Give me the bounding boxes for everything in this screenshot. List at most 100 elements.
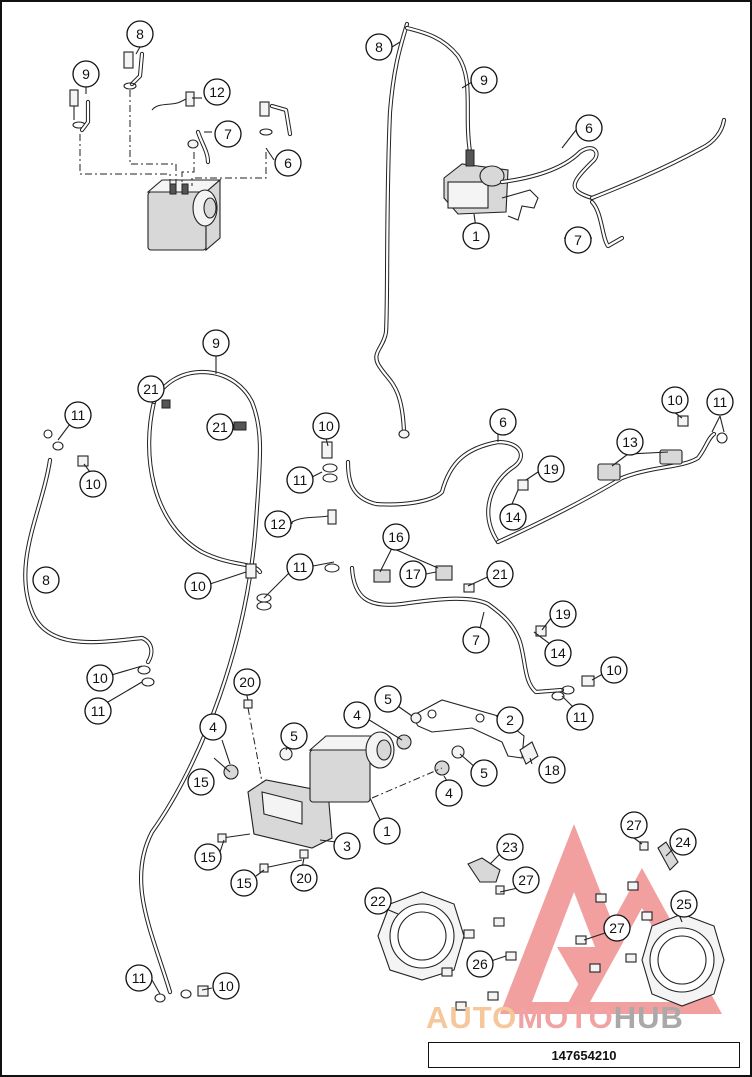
svg-text:4: 4 [209, 719, 217, 735]
svg-text:22: 22 [370, 893, 386, 909]
callout-c14: 11 [64, 401, 92, 429]
svg-text:10: 10 [190, 578, 206, 594]
callout-c38: 20 [233, 668, 261, 696]
svg-text:8: 8 [375, 39, 383, 55]
svg-text:10: 10 [318, 418, 334, 434]
callout-c22: 19 [537, 455, 565, 483]
svg-text:27: 27 [518, 872, 534, 888]
callout-c29: 10 [184, 572, 212, 600]
callout-c20: 11 [706, 388, 734, 416]
svg-text:24: 24 [675, 834, 691, 850]
svg-text:10: 10 [92, 670, 108, 686]
svg-text:4: 4 [445, 785, 453, 801]
callout-c15: 10 [79, 470, 107, 498]
callout-c51: 15 [230, 869, 258, 897]
svg-text:5: 5 [384, 691, 392, 707]
svg-text:27: 27 [609, 920, 625, 936]
svg-text:8: 8 [42, 572, 50, 588]
svg-text:7: 7 [224, 126, 232, 142]
svg-text:1: 1 [383, 823, 391, 839]
svg-text:2: 2 [506, 712, 514, 728]
svg-text:11: 11 [132, 970, 147, 986]
callout-c34: 10 [86, 664, 114, 692]
part-code-box: 147654210 [428, 1042, 740, 1068]
callout-c55: 23 [496, 833, 524, 861]
svg-text:11: 11 [91, 703, 106, 719]
svg-text:25: 25 [676, 896, 692, 912]
svg-text:19: 19 [543, 461, 559, 477]
callout-c54: 24 [669, 828, 697, 856]
callout-c26: 17 [399, 560, 427, 588]
svg-text:14: 14 [505, 509, 521, 525]
svg-text:6: 6 [585, 120, 593, 136]
svg-text:15: 15 [200, 849, 216, 865]
svg-text:16: 16 [388, 529, 404, 545]
svg-text:26: 26 [472, 956, 488, 972]
svg-text:9: 9 [480, 72, 488, 88]
callout-c49: 3 [333, 832, 361, 860]
svg-text:15: 15 [193, 774, 209, 790]
callout-c45: 18 [538, 756, 566, 784]
svg-text:21: 21 [212, 419, 228, 435]
callout-c7: 9 [470, 66, 498, 94]
callout-c30: 8 [32, 566, 60, 594]
callout-c60: 26 [466, 950, 494, 978]
svg-text:4: 4 [353, 707, 361, 723]
svg-text:11: 11 [573, 709, 588, 725]
svg-text:17: 17 [405, 566, 421, 582]
callout-c56: 27 [512, 866, 540, 894]
callout-c4: 7 [214, 120, 242, 148]
callout-c52: 20 [290, 864, 318, 892]
watermark-part-hub: HUB [613, 1000, 684, 1035]
callout-c31: 7 [462, 626, 490, 654]
svg-text:8: 8 [136, 26, 144, 42]
callout-c46: 4 [435, 779, 463, 807]
callout-c2: 9 [72, 60, 100, 88]
callout-c39: 5 [280, 722, 308, 750]
callout-c25: 16 [382, 523, 410, 551]
svg-text:12: 12 [209, 84, 225, 100]
svg-text:21: 21 [143, 381, 159, 397]
callout-c8: 6 [575, 114, 603, 142]
svg-text:27: 27 [626, 817, 642, 833]
svg-text:14: 14 [550, 645, 566, 661]
callout-c1: 8 [126, 20, 154, 48]
svg-text:10: 10 [606, 662, 622, 678]
callout-c6: 8 [365, 33, 393, 61]
svg-text:6: 6 [499, 414, 507, 430]
callout-c44: 15 [187, 768, 215, 796]
watermark-part-moto: MOTO [517, 1000, 614, 1035]
callout-c43: 4 [343, 701, 371, 729]
svg-text:21: 21 [492, 566, 508, 582]
callout-c19: 10 [661, 386, 689, 414]
callout-c23: 14 [499, 503, 527, 531]
callout-c28: 11 [286, 553, 314, 581]
svg-text:1: 1 [472, 228, 480, 244]
callout-c57: 22 [364, 887, 392, 915]
callout-c10: 7 [564, 226, 592, 254]
svg-text:12: 12 [270, 516, 286, 532]
svg-text:3: 3 [343, 838, 351, 854]
callout-c48: 1 [373, 817, 401, 845]
callout-c47: 5 [470, 759, 498, 787]
abs-overview-left [69, 51, 293, 252]
svg-text:7: 7 [472, 632, 480, 648]
callout-c21: 13 [616, 428, 644, 456]
watermark-text: AUTOMOTOHUB [426, 998, 746, 1038]
callout-c33: 14 [544, 639, 572, 667]
abs-unit-exploded-lower [213, 699, 539, 873]
svg-text:9: 9 [212, 335, 220, 351]
callout-c35: 10 [600, 656, 628, 684]
callout-c17: 11 [286, 466, 314, 494]
svg-text:11: 11 [713, 394, 728, 410]
callout-c53: 27 [620, 811, 648, 839]
svg-text:9: 9 [82, 66, 90, 82]
callout-c11: 9 [202, 329, 230, 357]
callout-c50: 15 [194, 843, 222, 871]
callout-c32: 19 [549, 600, 577, 628]
svg-text:20: 20 [239, 674, 255, 690]
svg-text:13: 13 [622, 434, 638, 450]
callout-c42: 5 [374, 685, 402, 713]
callout-c12: 21 [137, 375, 165, 403]
